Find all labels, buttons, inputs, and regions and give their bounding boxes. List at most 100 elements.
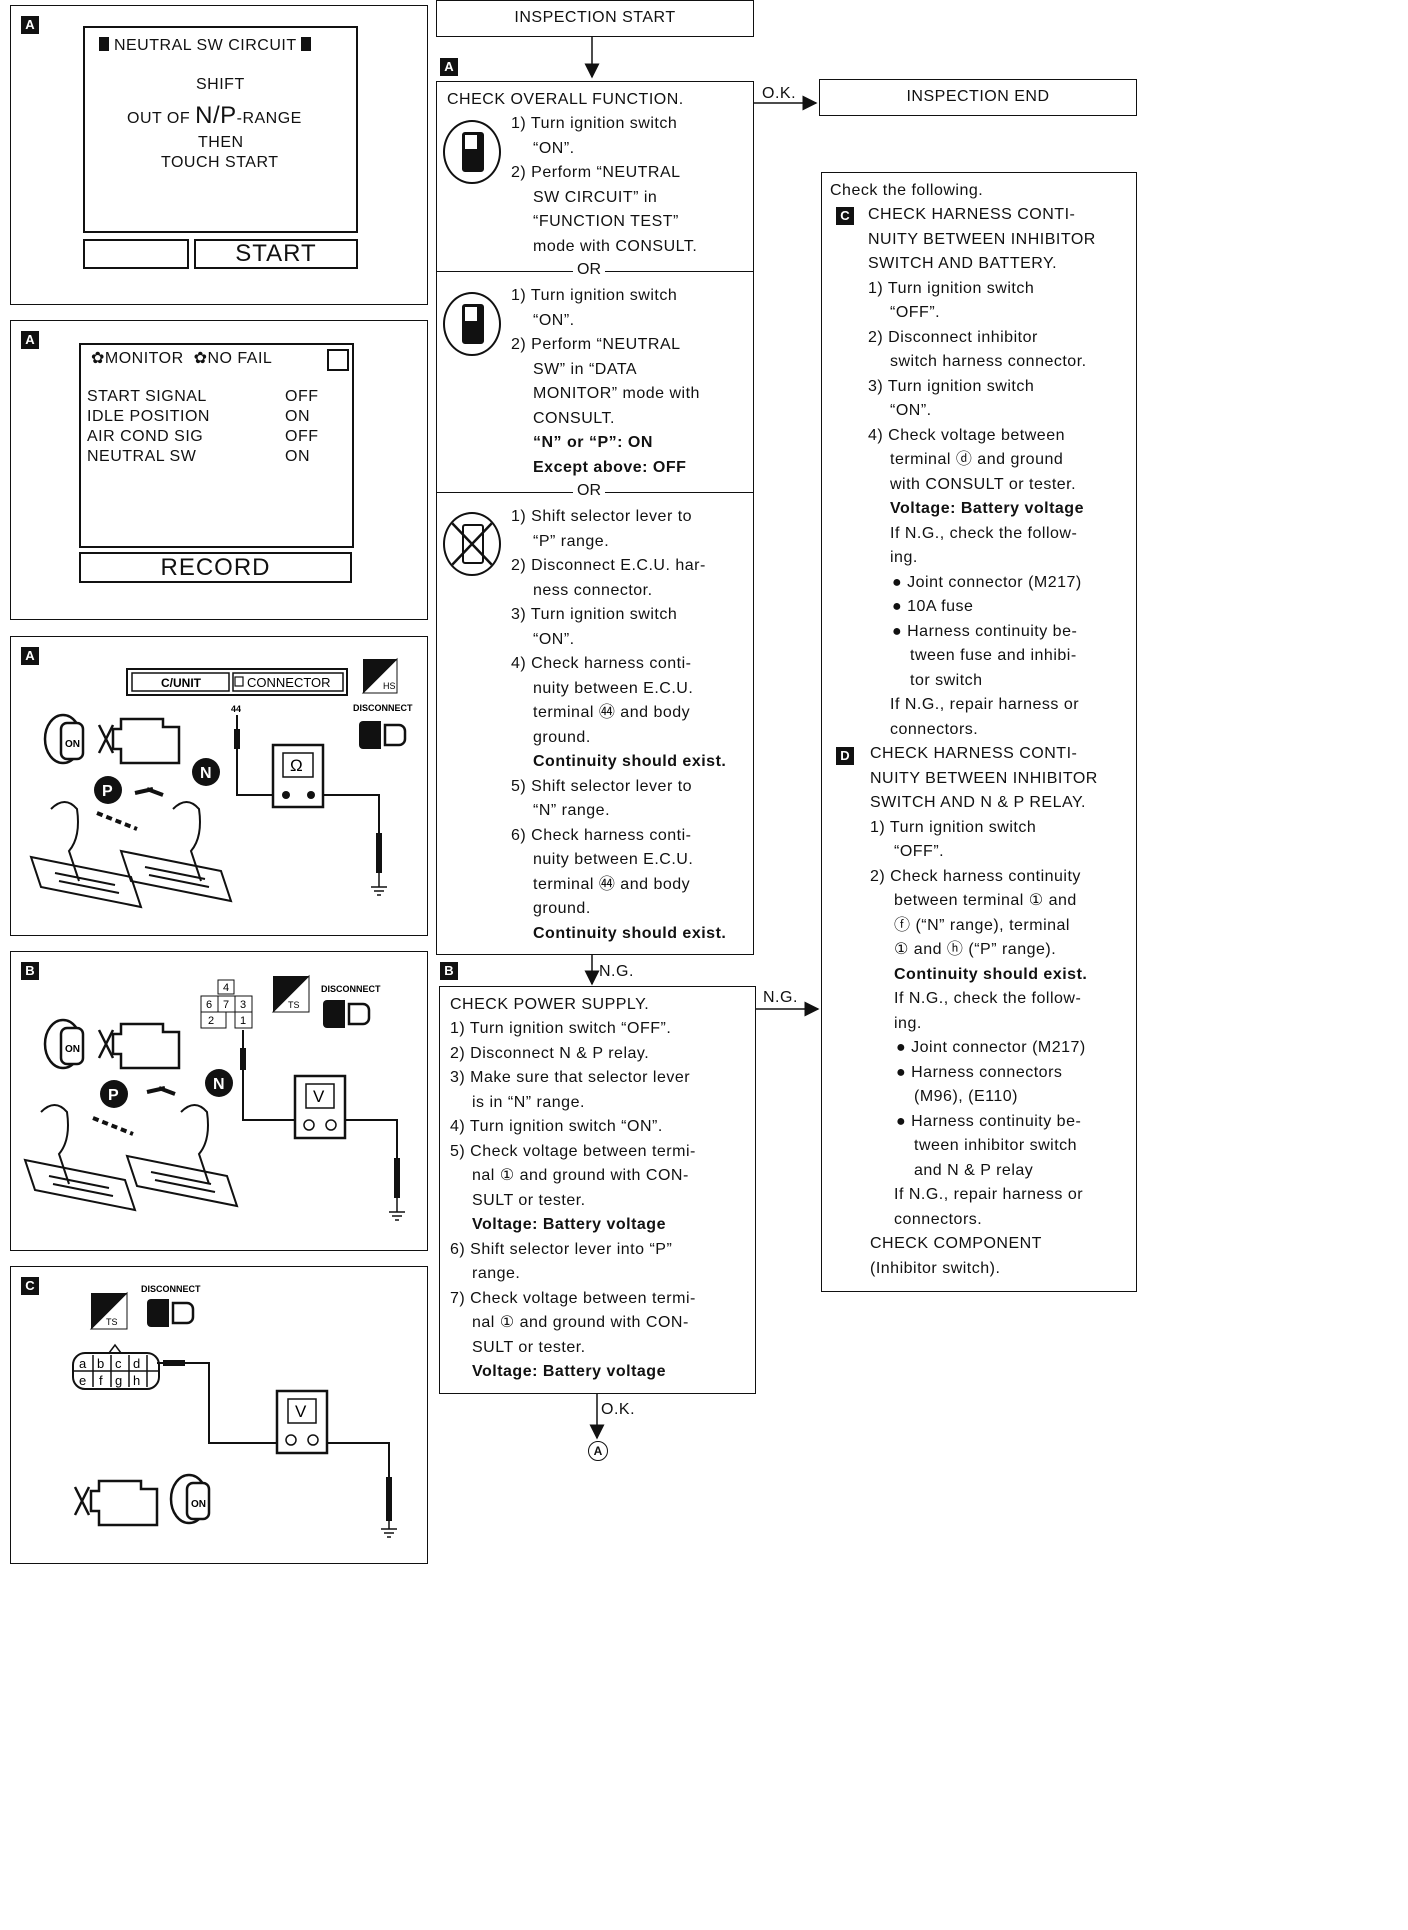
voltmeter-icon: V bbox=[293, 1074, 347, 1140]
section-tag-b: B bbox=[21, 962, 39, 980]
section-tag-a: A bbox=[21, 16, 39, 34]
inspection-end-box: INSPECTION END bbox=[819, 79, 1137, 116]
start-button[interactable]: START bbox=[194, 239, 358, 269]
svg-text:h: h bbox=[133, 1373, 140, 1388]
ignition-key-icon: ON bbox=[43, 1018, 85, 1070]
svg-text:ON: ON bbox=[65, 1044, 80, 1055]
consult-device-icon bbox=[443, 292, 501, 356]
blank-softkey[interactable] bbox=[83, 239, 189, 269]
ng-label: N.G. bbox=[599, 963, 634, 980]
voltmeter-icon: V bbox=[275, 1389, 329, 1455]
screen-line-touch-start: TOUCH START bbox=[161, 154, 279, 171]
svg-text:2: 2 bbox=[208, 1015, 214, 1027]
screen-line-range: OUT OF N/P-RANGE bbox=[127, 102, 302, 129]
svg-text:e: e bbox=[79, 1373, 86, 1388]
power-supply-diagram: B 4 6 7 3 2 1 TS DISCONNECT bbox=[10, 951, 428, 1251]
section-tag-c: C bbox=[21, 1277, 39, 1295]
section-tag-c: C bbox=[836, 207, 854, 225]
engine-icon bbox=[97, 1022, 181, 1070]
ignition-key-icon: ON bbox=[169, 1473, 211, 1525]
consult-function-test-panel: A NEUTRAL SW CIRCUIT SHIFT OUT OF N/P-RA… bbox=[10, 5, 428, 305]
connector-unplug-icon bbox=[323, 1000, 371, 1028]
section-tag-a: A bbox=[21, 647, 39, 665]
svg-text:3: 3 bbox=[240, 999, 246, 1011]
connector-label: CONNECTOR bbox=[247, 675, 331, 690]
p-range-badge: P bbox=[94, 776, 122, 804]
disconnect-label: DISCONNECT bbox=[321, 984, 381, 994]
disconnect-label: DISCONNECT bbox=[141, 1284, 201, 1294]
svg-text:Ω: Ω bbox=[290, 756, 303, 775]
inhibitor-voltage-illustration: TS DISCONNECT a b c d e f g h V bbox=[72, 1284, 397, 1538]
svg-text:b: b bbox=[97, 1356, 104, 1371]
section-tag-d: D bbox=[836, 747, 854, 765]
section-tag-b: B bbox=[440, 962, 458, 980]
svg-text:P: P bbox=[102, 783, 113, 800]
monitor-corner-box bbox=[327, 349, 349, 371]
ts-icon: TS bbox=[271, 974, 310, 1013]
hs-icon: HS bbox=[361, 657, 398, 694]
svg-text:N: N bbox=[213, 1076, 225, 1093]
inspection-start-box: INSPECTION START bbox=[436, 0, 754, 37]
shift-lever-illustration bbox=[29, 787, 233, 909]
svg-text:V: V bbox=[295, 1402, 307, 1421]
connector-unplug-icon bbox=[359, 721, 407, 749]
svg-text:4: 4 bbox=[223, 982, 229, 994]
section-tag-a: A bbox=[21, 331, 39, 349]
ok-label: O.K. bbox=[762, 85, 797, 102]
or-label: OR bbox=[573, 261, 605, 279]
section-tag-a: A bbox=[440, 58, 458, 76]
screen-title: NEUTRAL SW CIRCUIT bbox=[99, 34, 312, 59]
svg-text:TS: TS bbox=[288, 1000, 300, 1010]
consult-device-icon bbox=[443, 120, 501, 184]
ignition-key-icon: ON bbox=[43, 713, 85, 765]
section-b-title: CHECK POWER SUPPLY. bbox=[450, 996, 650, 1013]
ok-label: O.K. bbox=[601, 1401, 636, 1418]
svg-text:V: V bbox=[313, 1087, 325, 1106]
svg-text:ON: ON bbox=[65, 739, 80, 750]
goto-a-marker: A bbox=[588, 1441, 608, 1461]
inhibitor-voltage-diagram: C TS DISCONNECT a b c d e f g h bbox=[10, 1266, 428, 1564]
ng-label: N.G. bbox=[763, 989, 798, 1006]
relay-connector-icon: 4 6 7 3 2 1 bbox=[200, 979, 253, 1029]
power-supply-illustration: 4 6 7 3 2 1 TS DISCONNECT V bbox=[23, 974, 405, 1221]
svg-text:P: P bbox=[108, 1087, 119, 1104]
record-button[interactable]: RECORD bbox=[79, 552, 352, 583]
check-overall-function-box: CHECK OVERALL FUNCTION. 1) Turn ignition… bbox=[436, 81, 754, 955]
svg-text:g: g bbox=[115, 1373, 122, 1388]
n-range-badge: N bbox=[192, 758, 220, 786]
svg-text:HS: HS bbox=[383, 681, 396, 691]
ecu-continuity-diagram: A C/UNIT CONNECTOR HS DISCONNECT 44 Ω bbox=[10, 636, 428, 936]
svg-text:f: f bbox=[99, 1373, 103, 1388]
no-consult-icon bbox=[443, 512, 501, 576]
ts-icon: TS bbox=[89, 1291, 128, 1330]
monitor-header: ✿MONITOR ✿NO FAIL bbox=[91, 350, 273, 367]
engine-icon bbox=[73, 1479, 159, 1527]
engine-icon bbox=[97, 717, 181, 765]
cunit-label: C/UNIT bbox=[161, 676, 202, 690]
svg-text:7: 7 bbox=[223, 999, 229, 1011]
screen-line-then: THEN bbox=[198, 134, 244, 151]
check-following-box: Check the following. C CHECK HARNESS CON… bbox=[821, 172, 1137, 1292]
n-range-badge: N bbox=[205, 1069, 233, 1097]
svg-text:TS: TS bbox=[106, 1317, 118, 1327]
p-range-badge: P bbox=[100, 1080, 128, 1108]
screen-line-shift: SHIFT bbox=[196, 76, 245, 93]
svg-text:c: c bbox=[115, 1356, 122, 1371]
shift-lever-illustration bbox=[23, 1086, 239, 1212]
svg-text:1: 1 bbox=[240, 1015, 246, 1027]
ecu-continuity-illustration: C/UNIT CONNECTOR HS DISCONNECT 44 Ω bbox=[29, 657, 413, 909]
svg-text:a: a bbox=[79, 1356, 87, 1371]
svg-text:ON: ON bbox=[191, 1499, 206, 1510]
check-power-supply-box: CHECK POWER SUPPLY. 1) Turn ignition swi… bbox=[439, 986, 756, 1394]
pin-44-label: 44 bbox=[231, 704, 241, 714]
svg-text:6: 6 bbox=[206, 999, 212, 1011]
connector-unplug-icon bbox=[147, 1299, 195, 1327]
or-label: OR bbox=[573, 482, 605, 500]
